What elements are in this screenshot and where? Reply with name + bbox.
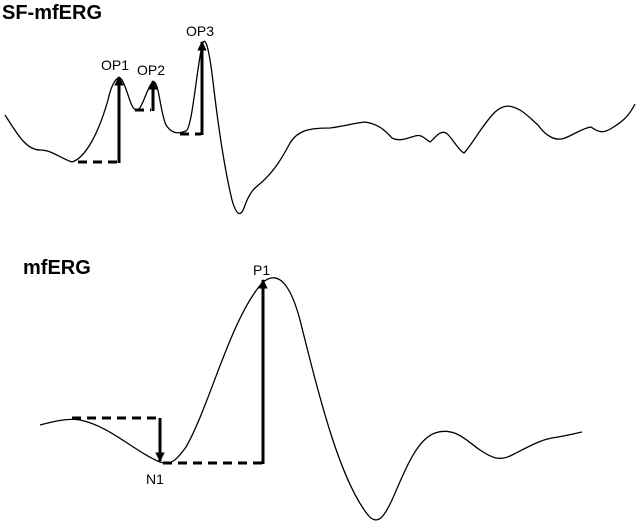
op1-label: OP1 [101,57,129,73]
op2-label: OP2 [137,62,165,78]
sf-mferg-title: SF-mfERG [2,2,102,24]
p1-label: P1 [253,262,270,278]
mferg-trace [39,277,583,521]
mferg-title: mfERG [23,257,91,279]
n1-label: N1 [146,471,164,487]
sf-mferg-trace [4,40,636,215]
op3-label: OP3 [186,23,214,39]
